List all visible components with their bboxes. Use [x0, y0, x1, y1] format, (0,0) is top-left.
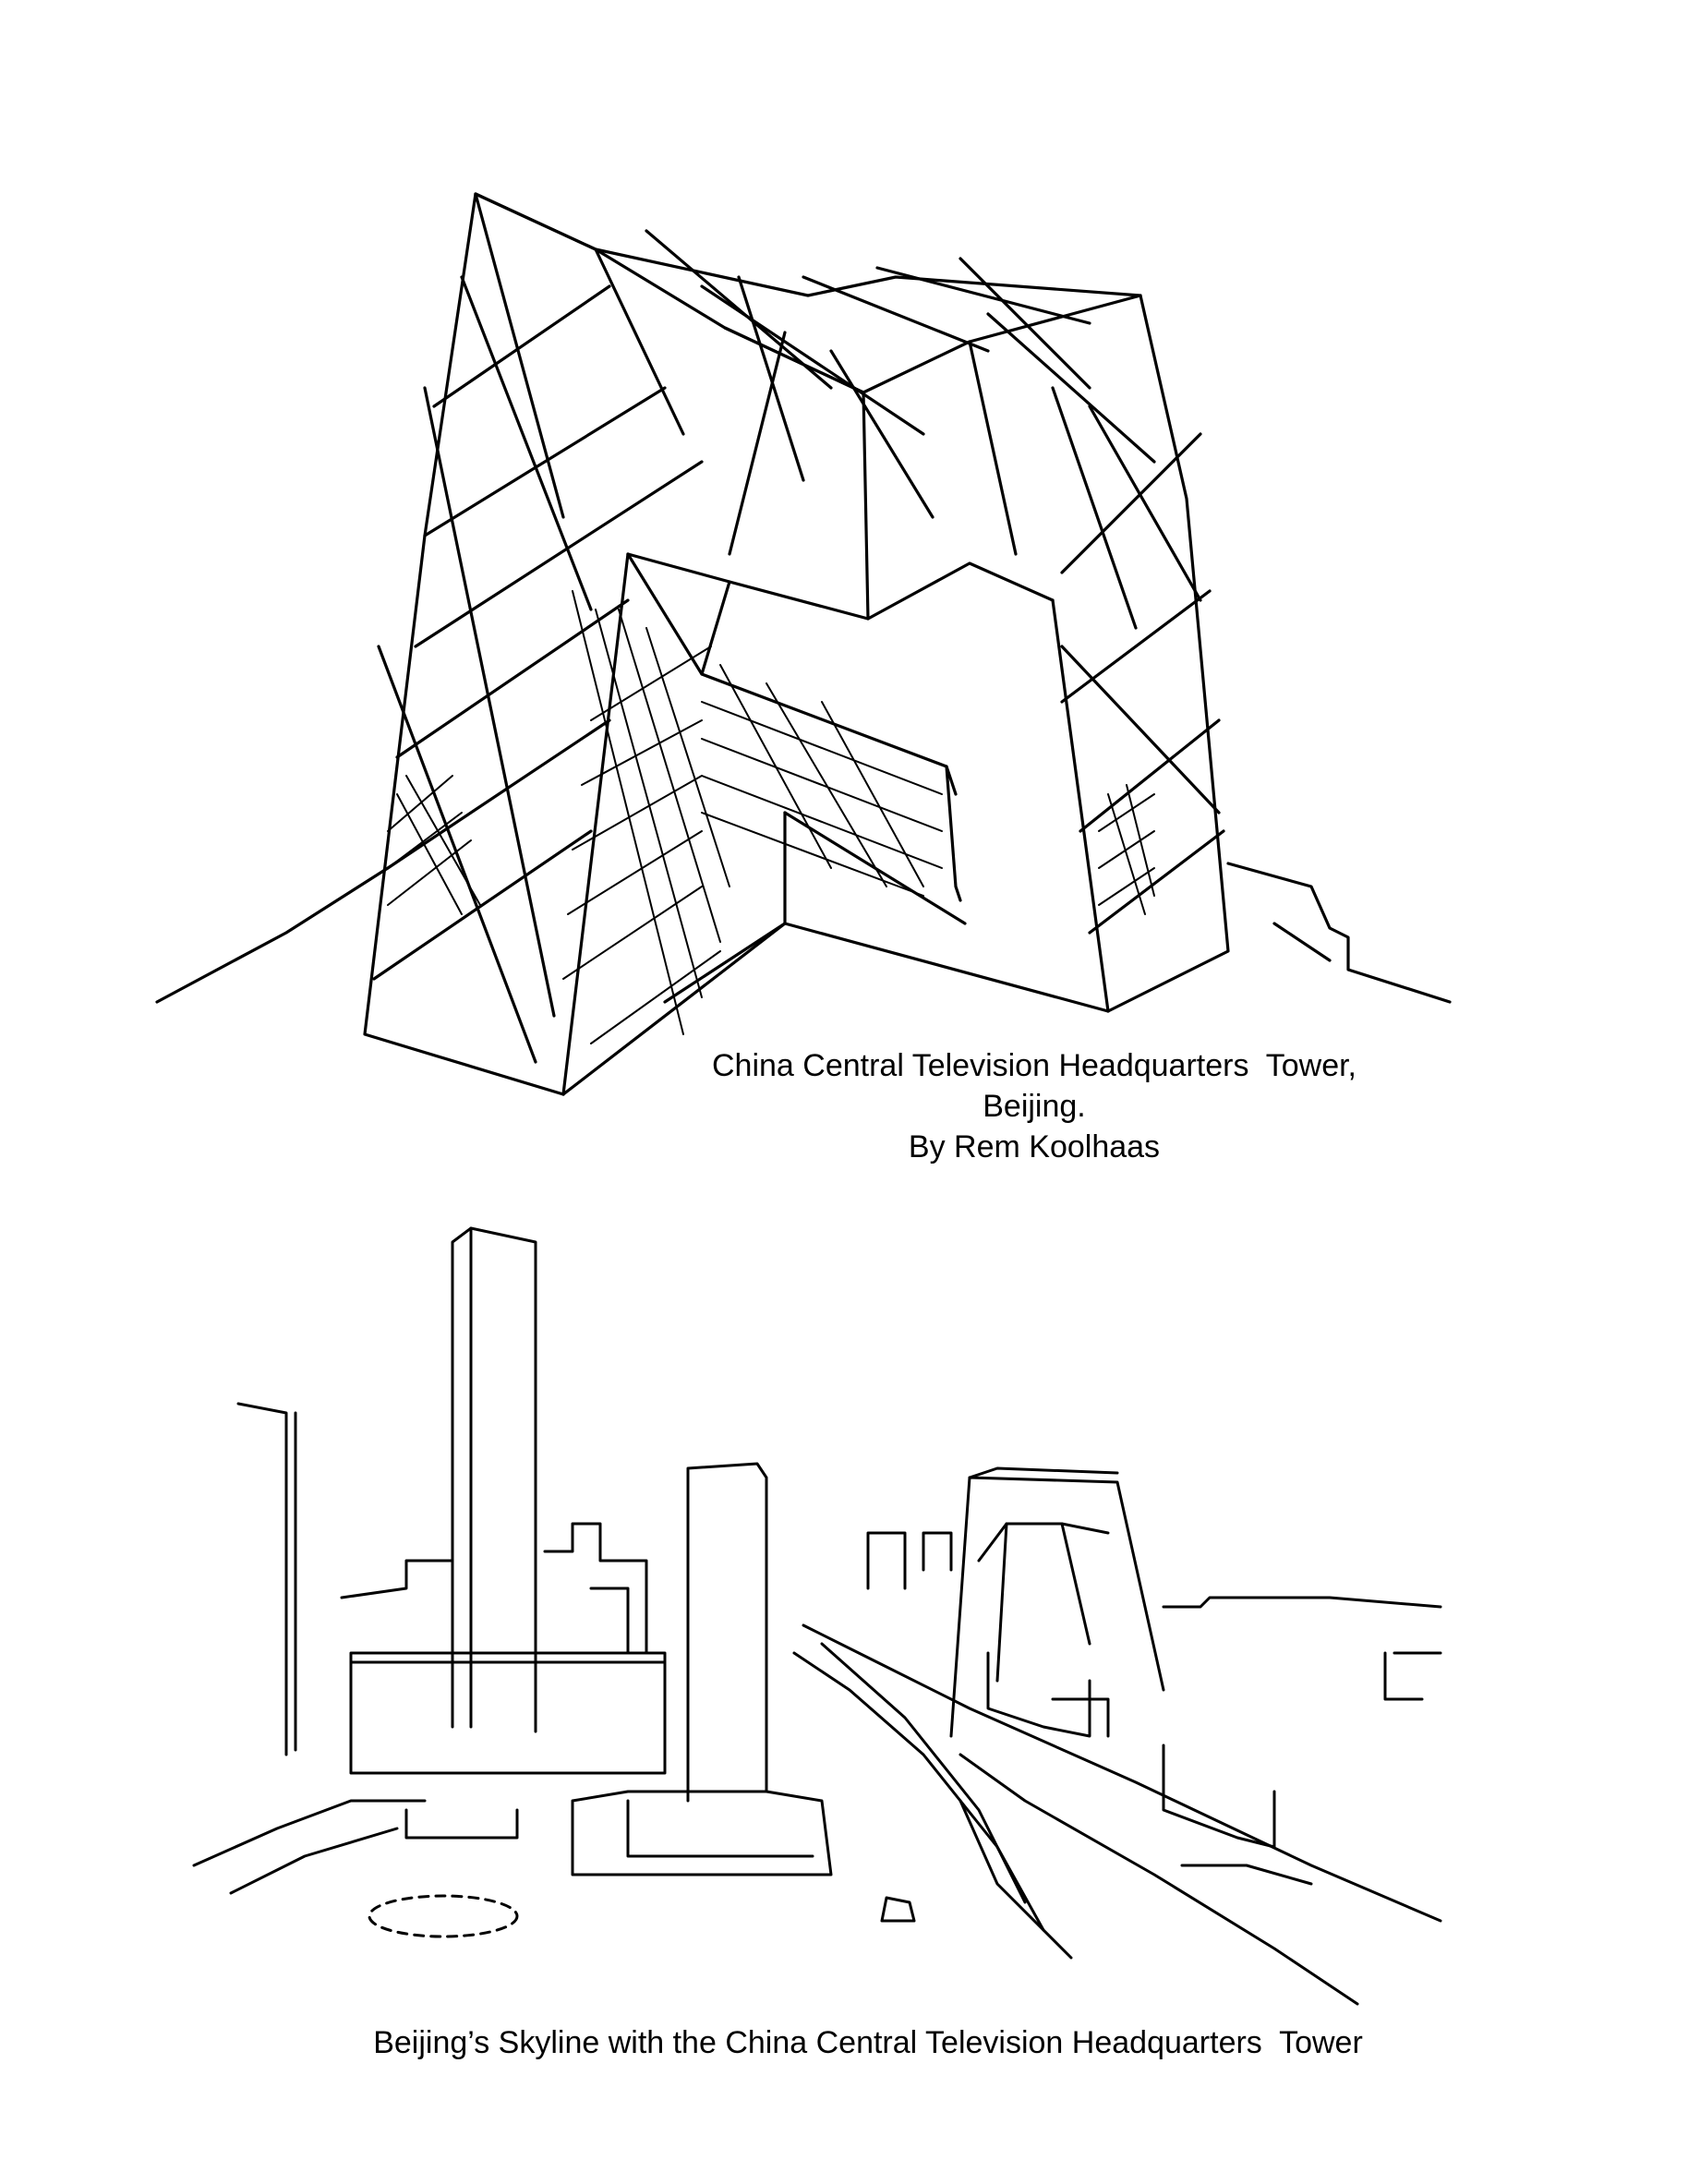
skyline-caption: Beijing’s Skyline with the China Central…	[373, 2025, 1363, 2060]
tower-caption-line3: By Rem Koolhaas	[908, 1129, 1161, 1164]
tower-caption-line1: China Central Television Headquarters To…	[711, 1048, 1356, 1083]
tower-caption: China Central Television Headquarters To…	[646, 1045, 1422, 1167]
tower-caption-line2: Beijing.	[983, 1089, 1086, 1124]
cctv-tower-sketch	[155, 192, 1452, 1096]
